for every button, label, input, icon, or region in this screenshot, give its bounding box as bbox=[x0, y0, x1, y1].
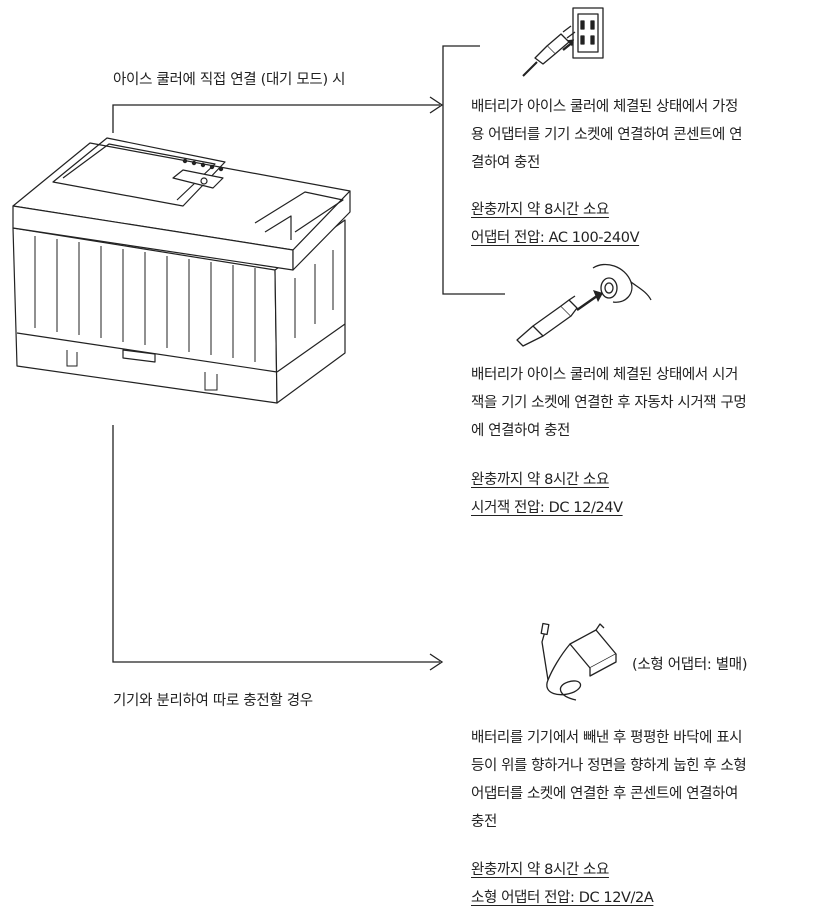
wall-outlet-plug-icon bbox=[522, 7, 604, 77]
ac-adapter-voltage: 어댑터 전압: AC 100-240V bbox=[471, 230, 640, 246]
small-adapter-icon bbox=[540, 622, 617, 701]
option-bracket-line bbox=[442, 45, 505, 295]
ac-charge-time: 완충까지 약 8시간 소요 bbox=[471, 202, 609, 218]
separate-connector-line bbox=[112, 425, 440, 663]
separate-charge-label: 기기와 분리하여 따로 충전할 경우 bbox=[113, 693, 313, 709]
separate-arrow-icon bbox=[429, 653, 444, 671]
standby-arrow-icon bbox=[429, 96, 444, 114]
standby-mode-label: 아이스 쿨러에 직접 연결 (대기 모드) 시 bbox=[113, 72, 346, 88]
small-adapter-voltage: 소형 어댑터 전압: DC 12V/2A bbox=[471, 890, 654, 906]
standby-connector-line bbox=[112, 104, 440, 133]
adapter-caption: (소형 어댑터: 별매) bbox=[632, 657, 748, 673]
battery-pack-illustration bbox=[12, 137, 351, 404]
ac-charge-spec: 완충까지 약 8시간 소요 어댑터 전압: AC 100-240V bbox=[471, 196, 640, 252]
ac-charge-description: 배터리가 아이스 쿨러에 체결된 상태에서 가정 용 어댑터를 기기 소켓에 연… bbox=[471, 99, 743, 171]
separate-charge-time: 완충까지 약 8시간 소요 bbox=[471, 862, 609, 878]
separate-charge-spec: 완충까지 약 8시간 소요 소형 어댑터 전압: DC 12V/2A bbox=[471, 856, 654, 912]
car-cigarette-charger-icon bbox=[516, 263, 652, 347]
car-charge-description: 배터리가 아이스 쿨러에 체결된 상태에서 시거 잭을 기기 소켓에 연결한 후… bbox=[471, 367, 747, 439]
car-charge-time: 완충까지 약 8시간 소요 bbox=[471, 472, 609, 488]
separate-charge-description: 배터리를 기기에서 빼낸 후 평평한 바닥에 표시 등이 위를 향하거나 정면을… bbox=[471, 730, 747, 830]
car-charge-spec: 완충까지 약 8시간 소요 시거잭 전압: DC 12/24V bbox=[471, 466, 623, 522]
car-charger-voltage: 시거잭 전압: DC 12/24V bbox=[471, 500, 623, 516]
